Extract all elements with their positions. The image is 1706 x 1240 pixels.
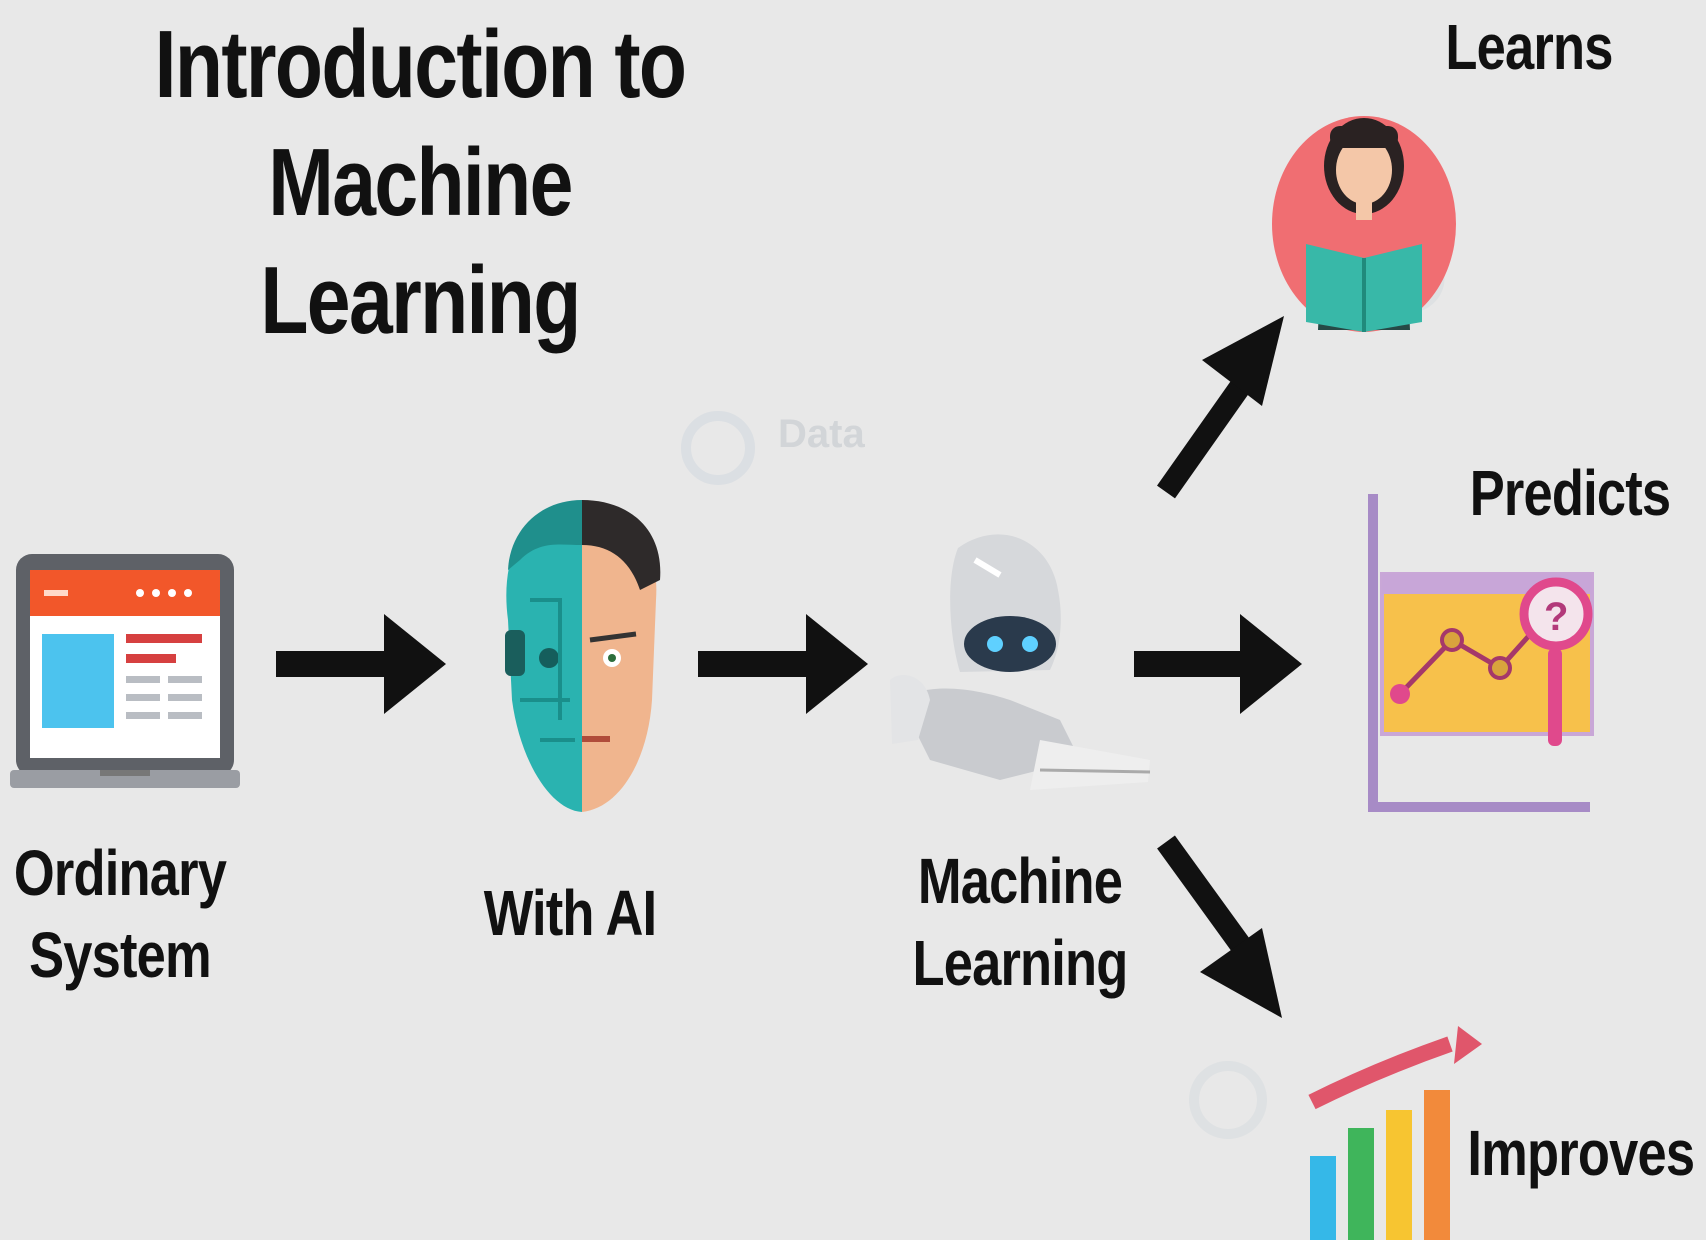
svg-text:?: ?	[1544, 595, 1568, 639]
robot-icon	[890, 534, 1151, 790]
title-line-2: Machine Learning	[260, 129, 581, 354]
arrow-right-icon	[698, 614, 868, 714]
title-line-1: Introduction to	[154, 11, 687, 118]
arrow-right-icon	[276, 614, 446, 714]
arrow-right-icon	[1134, 614, 1302, 714]
label-predicts-text: Predicts	[1469, 457, 1671, 529]
watermark-line-1: Data	[778, 412, 865, 456]
label-ordinary-line-2: System	[29, 919, 212, 991]
label-ml-line-2: Learning	[912, 927, 1128, 999]
label-with-ai-text: With AI	[483, 877, 657, 949]
label-with-ai: With AI	[463, 872, 676, 954]
label-ml-line-1: Machine	[917, 845, 1123, 917]
prediction-chart-icon: ?	[1368, 494, 1594, 812]
growth-bars-icon	[1308, 1026, 1482, 1240]
label-ordinary-system: Ordinary System	[13, 832, 227, 996]
watermark-text: Data	[778, 414, 865, 454]
arrow-down-right-icon	[1157, 835, 1282, 1018]
laptop-icon	[10, 554, 240, 788]
label-ordinary-line-1: Ordinary	[13, 837, 227, 909]
label-improves-text: Improves	[1467, 1117, 1695, 1189]
label-machine-learning: Machine Learning	[905, 840, 1135, 1004]
student-reading-icon	[1272, 116, 1456, 332]
page-title: Introduction to Machine Learning	[108, 6, 731, 360]
label-predicts: Predicts	[1463, 452, 1676, 534]
label-learns-text: Learns	[1445, 11, 1613, 83]
ai-face-icon	[505, 500, 661, 812]
label-learns: Learns	[1435, 6, 1624, 88]
arrow-up-right-icon	[1157, 316, 1284, 499]
label-improves: Improves	[1467, 1112, 1695, 1194]
